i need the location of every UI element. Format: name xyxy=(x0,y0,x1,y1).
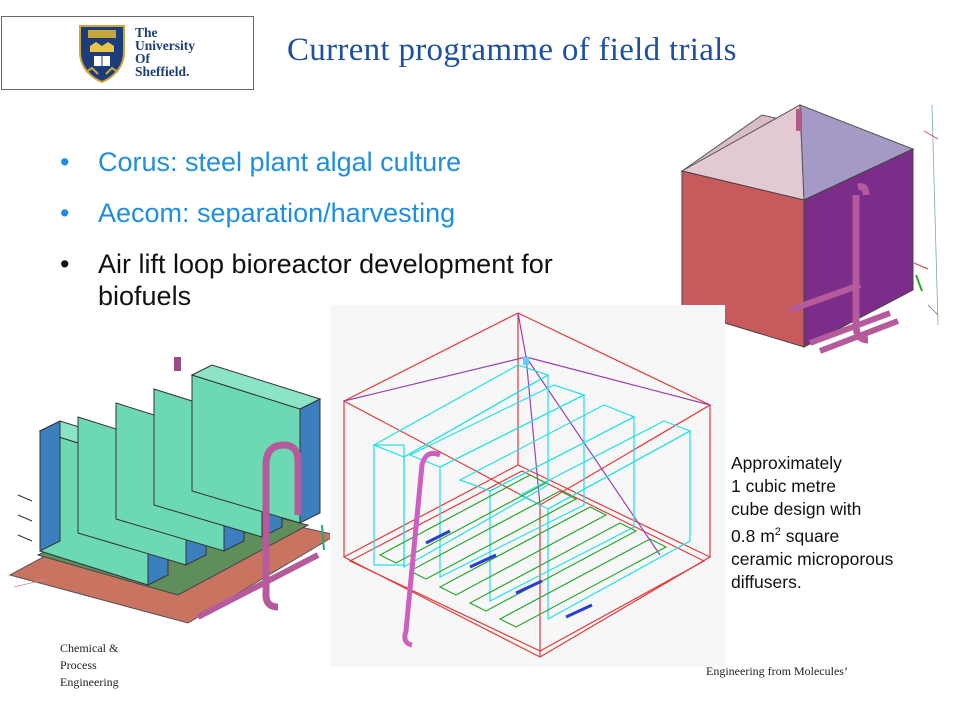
footer-tagline: Engineering from Molecules’ xyxy=(706,664,848,678)
university-wordmark: The University Of Sheffield. xyxy=(135,25,195,79)
footer-department: Chemical & Process Engineering xyxy=(60,640,119,691)
note-area-value: 0.8 m xyxy=(731,525,775,546)
reactor-solid-render xyxy=(680,104,939,354)
note-line: 1 cubic metre xyxy=(731,476,837,496)
bullet-text: Corus: steel plant algal culture xyxy=(98,147,462,177)
footer-line: Chemical & xyxy=(60,641,119,655)
bullet-list: • Corus: steel plant algal culture • Aecom… xyxy=(60,146,660,331)
note-line: ceramic microporous xyxy=(731,548,894,569)
footer-line: Process xyxy=(60,658,97,672)
design-note: Approximately 1 cubic metre cube design … xyxy=(731,452,893,594)
bullet-text: Air lift loop bioreactor development for… xyxy=(98,249,553,311)
wordmark-line: University xyxy=(135,38,195,53)
footer-line: Engineering xyxy=(60,675,119,689)
note-area-unit: square xyxy=(780,525,840,546)
bullet-dot: • xyxy=(60,198,70,228)
bullet-item: • Corus: steel plant algal culture xyxy=(60,146,660,178)
bullet-item: • Air lift loop bioreactor development fo… xyxy=(60,248,638,312)
wordmark-line: Sheffield. xyxy=(135,64,190,79)
multi-tank-reactor-render xyxy=(8,357,338,624)
wordmark-line: The xyxy=(135,25,158,40)
note-line: diffusers. xyxy=(731,571,802,592)
note-line: cube design with xyxy=(731,499,862,519)
slide-title: Current programme of field trials xyxy=(287,32,737,68)
bullet-text: Aecom: separation/harvesting xyxy=(98,198,456,228)
bullet-dot: • xyxy=(60,147,70,177)
note-line: Approximately xyxy=(731,453,842,473)
bullet-dot: • xyxy=(60,249,70,279)
university-crest-icon xyxy=(79,25,125,84)
note-superscript: 2 xyxy=(774,526,781,538)
bullet-item: • Aecom: separation/harvesting xyxy=(60,197,660,229)
wireframe-reactor-render xyxy=(330,305,725,667)
university-logo-box xyxy=(1,16,254,90)
note-line: 0.8 m2 square xyxy=(731,521,893,548)
wordmark-line: Of xyxy=(135,51,150,66)
